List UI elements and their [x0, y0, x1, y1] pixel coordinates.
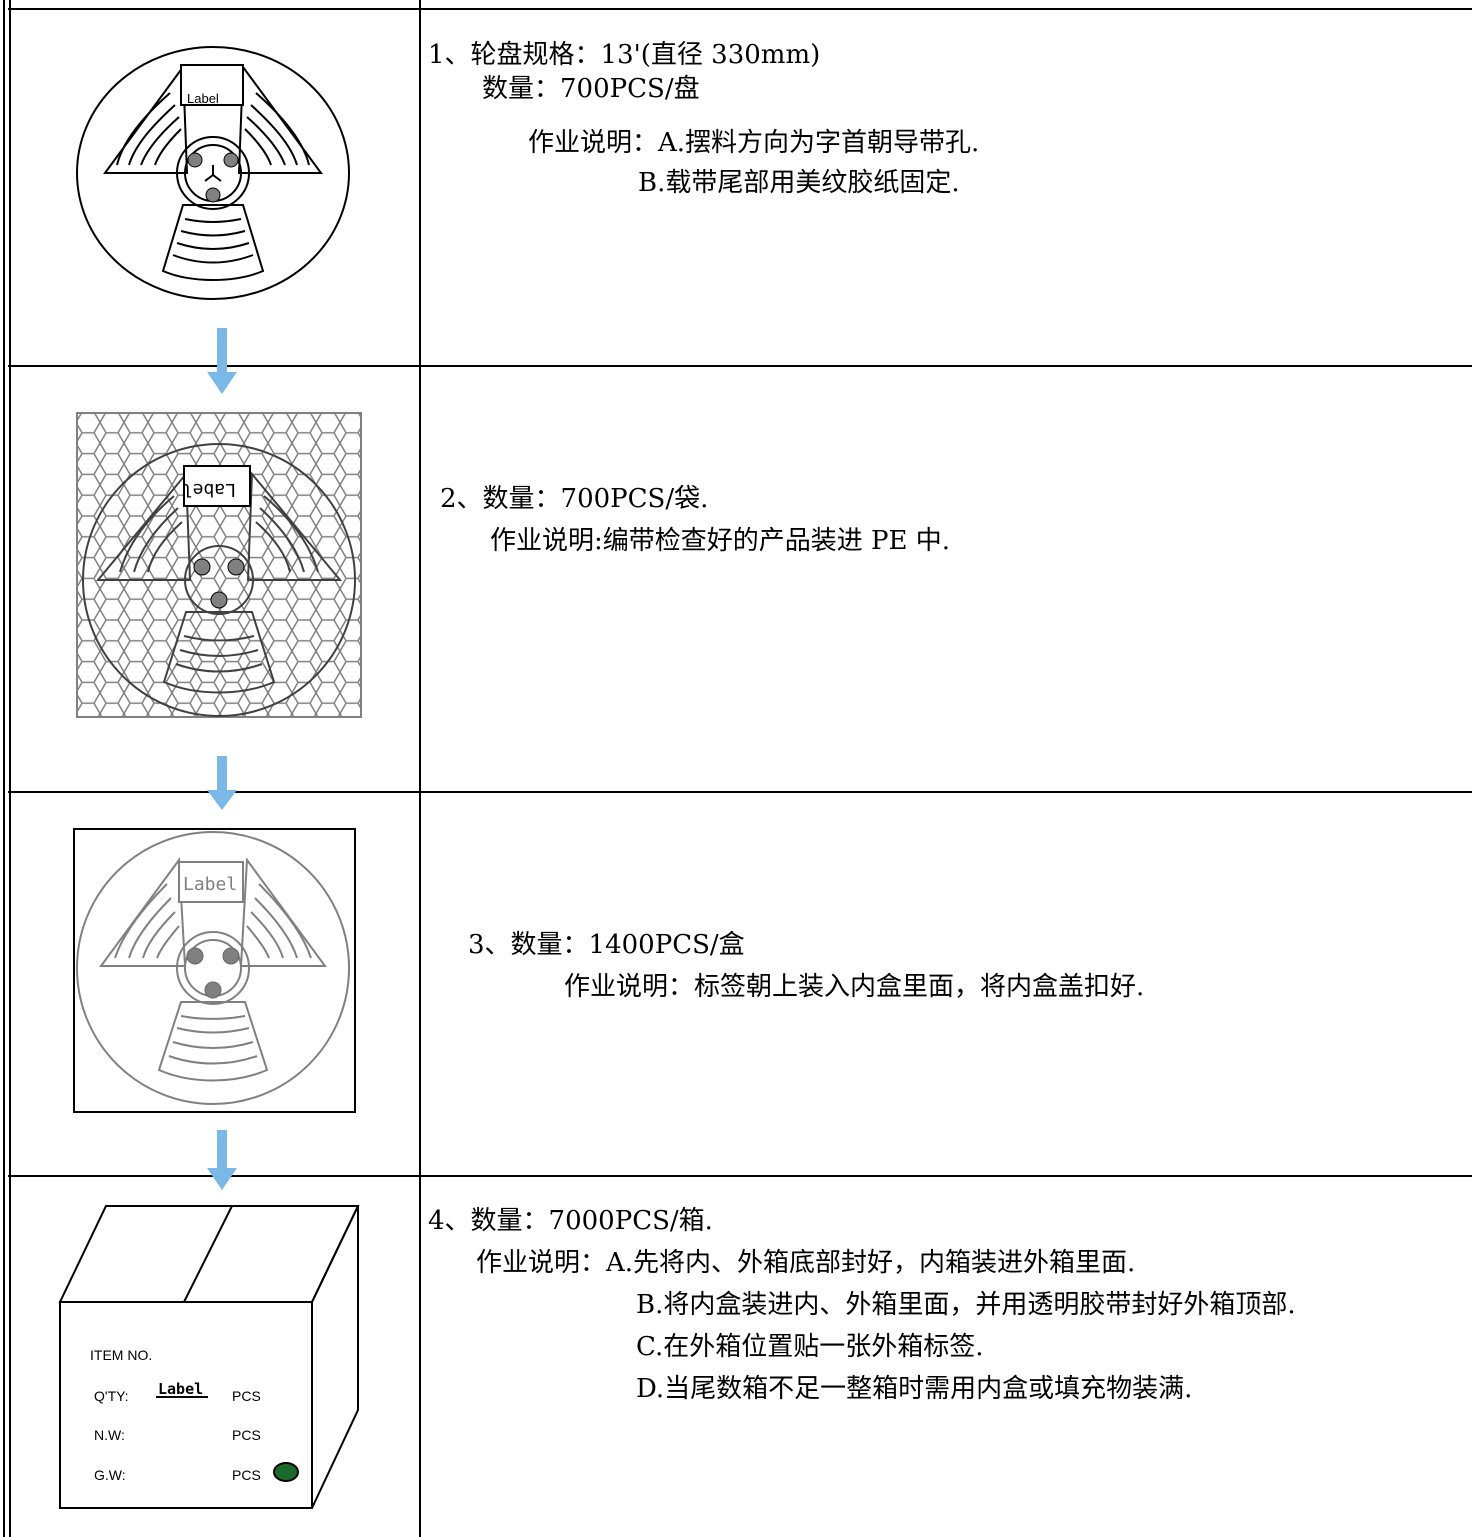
carton-nw: N.W: [94, 1427, 125, 1443]
green-seal-icon [273, 1462, 299, 1482]
down-arrow-icon [207, 328, 237, 394]
step-4-instruction-d: D.当尾数箱不足一整箱时需用内盒或填充物装满. [636, 1374, 1193, 1404]
table-left-border-inner [9, 0, 11, 1537]
carton-label: Label [158, 1380, 203, 1398]
step-2-instruction: 作业说明:编带检查好的产品装进 PE 中. [490, 526, 951, 556]
step-3-title: 3、数量：1400PCS/盒 [468, 930, 745, 960]
row-divider-1 [8, 365, 1472, 367]
bag-label-text: Label [182, 479, 236, 500]
carton-gw: G.W: [94, 1467, 126, 1483]
step-1-title: 1、轮盘规格：13'(直径 330mm) [428, 40, 821, 70]
table-column-divider [419, 0, 421, 1537]
row-divider-2 [8, 791, 1472, 793]
carton-qty-pcs: PCS [232, 1388, 261, 1404]
reel-label-text: Label [187, 91, 219, 106]
reel-icon: Label [76, 46, 350, 300]
step-1-instruction-b: B.载带尾部用美纹胶纸固定. [638, 168, 960, 198]
step-1-instruction-a: 作业说明：A.摆料方向为字首朝导带孔. [528, 128, 980, 158]
step-4-instruction-a: 作业说明：A.先将内、外箱底部封好，内箱装进外箱里面. [476, 1248, 1136, 1278]
boxed-reel-icon: Label [73, 828, 356, 1113]
step-4-instruction-b: B.将内盒装进内、外箱里面，并用透明胶带封好外箱顶部. [636, 1290, 1296, 1320]
step-1-quantity: 数量：700PCS/盘 [482, 74, 700, 104]
row-divider-3 [8, 1175, 1472, 1177]
step-4-instruction-c: C.在外箱位置贴一张外箱标签. [636, 1332, 984, 1362]
carton-qty: Q'TY: [94, 1388, 129, 1404]
step-4-title: 4、数量：7000PCS/箱. [428, 1206, 713, 1236]
carton-nw-pcs: PCS [232, 1427, 261, 1443]
bagged-reel-icon: Label [76, 412, 362, 718]
table-left-border [3, 0, 5, 1537]
carton-gw-pcs: PCS [232, 1467, 261, 1483]
carton-box-icon: ITEM NO. Q'TY: Label PCS N.W: PCS G.W: P… [58, 1205, 360, 1509]
step-2-title: 2、数量：700PCS/袋. [440, 484, 709, 514]
carton-item-no: ITEM NO. [90, 1347, 152, 1363]
table-top-border [8, 8, 1472, 10]
down-arrow-icon [207, 756, 237, 810]
step-3-instruction: 作业说明：标签朝上装入内盒里面，将内盒盖扣好. [564, 972, 1145, 1002]
box-label-text: Label [183, 874, 237, 895]
down-arrow-icon [207, 1130, 237, 1190]
